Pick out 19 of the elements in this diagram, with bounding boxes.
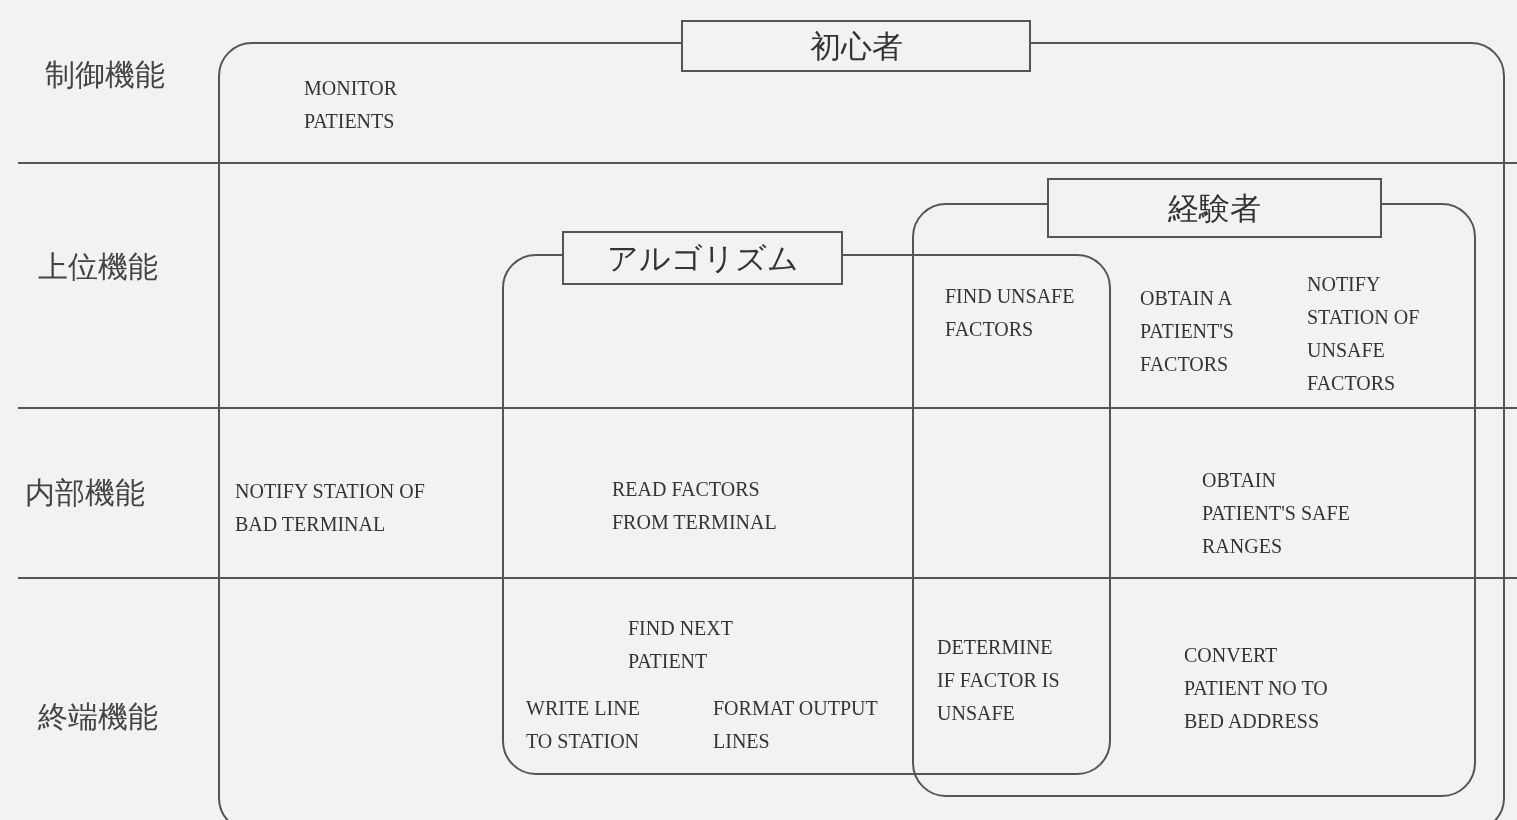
function-label: READ FACTORS FROM TERMINAL xyxy=(612,477,778,535)
function-label: NOTIFY STATION OF BAD TERMINAL xyxy=(235,479,426,537)
row-label: 終端機能 xyxy=(38,700,158,733)
row-label: 制御機能 xyxy=(45,58,165,91)
group-heading: 経験者 xyxy=(1047,178,1382,238)
group-heading: アルゴリズム xyxy=(562,231,843,285)
function-label: NOTIFY STATION OF UNSAFE FACTORS xyxy=(1307,272,1421,396)
row-label: 内部機能 xyxy=(25,476,145,509)
function-label: MONITOR PATIENTS xyxy=(304,76,398,134)
function-label: CONVERT PATIENT NO TO BED ADDRESS xyxy=(1184,643,1329,734)
function-label: FORMAT OUTPUT LINES xyxy=(713,696,878,754)
row-label: 上位機能 xyxy=(38,250,158,283)
group-heading: 初心者 xyxy=(681,20,1031,72)
function-label: FIND UNSAFE FACTORS xyxy=(945,284,1075,342)
function-label: FIND NEXT PATIENT xyxy=(628,616,734,674)
function-label: WRITE LINE TO STATION xyxy=(526,696,641,754)
function-label: OBTAIN PATIENT'S SAFE RANGES xyxy=(1202,468,1351,559)
function-label: DETERMINE IF FACTOR IS UNSAFE xyxy=(937,635,1061,726)
function-label: OBTAIN A PATIENT'S FACTORS xyxy=(1140,286,1235,377)
